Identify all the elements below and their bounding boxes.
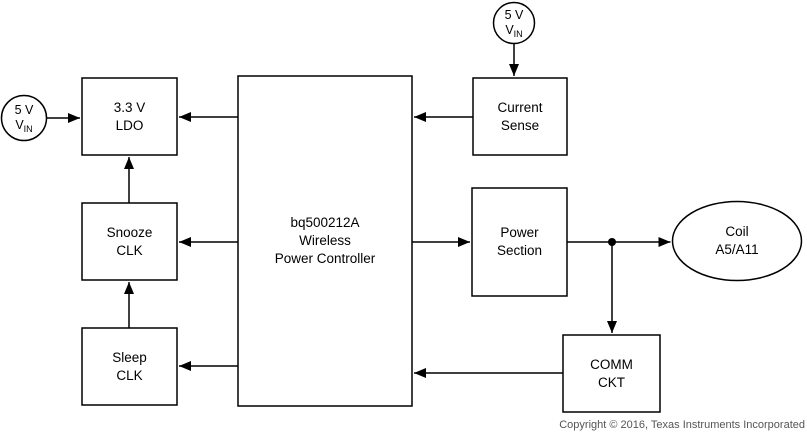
sleep-clk-block — [81, 327, 178, 406]
current-sense-block — [472, 77, 568, 156]
power-section-block — [471, 187, 568, 297]
copyright-notice: Copyright © 2016, Texas Instruments Inco… — [559, 419, 805, 431]
controller-block — [237, 75, 413, 407]
snooze-clk-block — [81, 202, 178, 281]
vin-left-source-circle — [0, 94, 48, 142]
vin-top-source-circle — [492, 1, 536, 45]
coil-ellipse — [671, 200, 803, 282]
ldo-block — [81, 77, 178, 156]
comm-ckt-block — [562, 334, 661, 413]
